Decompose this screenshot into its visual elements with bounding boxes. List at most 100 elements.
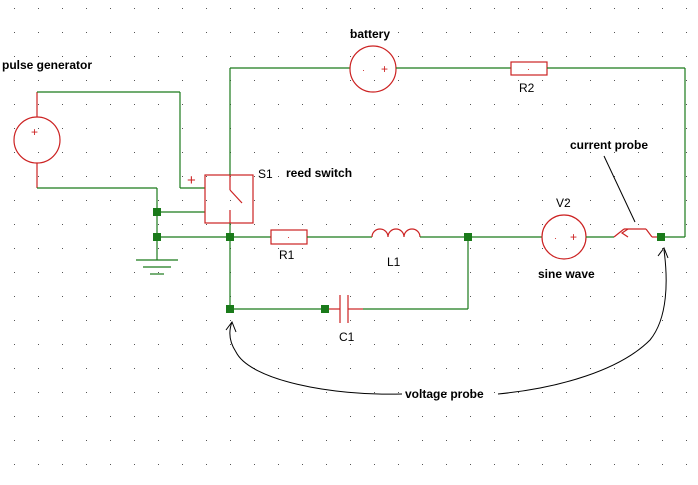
grid-dot xyxy=(686,440,687,441)
grid-dot xyxy=(446,128,447,129)
grid-dot xyxy=(278,152,279,153)
grid-dot xyxy=(254,224,255,225)
grid-dot xyxy=(86,8,87,9)
grid-dot xyxy=(494,416,495,417)
grid-dot xyxy=(206,176,207,177)
grid-dot xyxy=(374,368,375,369)
grid-dot xyxy=(86,224,87,225)
grid-dot xyxy=(110,56,111,57)
grid-dot xyxy=(518,32,519,33)
grid-dot xyxy=(470,296,471,297)
grid-dot xyxy=(14,128,15,129)
grid-dot xyxy=(326,176,327,177)
grid-dot xyxy=(38,104,39,105)
grid-dot xyxy=(638,128,639,129)
grid-dot xyxy=(590,176,591,177)
grid-dot xyxy=(350,200,351,201)
grid-dot xyxy=(614,464,615,465)
grid-dot xyxy=(230,344,231,345)
grid-dot xyxy=(14,248,15,249)
grid-dot xyxy=(614,128,615,129)
sine-source-v2[interactable]: + · xyxy=(541,214,587,260)
capacitor-c1[interactable] xyxy=(325,295,363,323)
grid-dot xyxy=(62,344,63,345)
grid-dot xyxy=(86,320,87,321)
grid-dot xyxy=(470,152,471,153)
grid-dot xyxy=(374,80,375,81)
grid-dot xyxy=(134,104,135,105)
grid-dot xyxy=(686,128,687,129)
grid-dot xyxy=(398,416,399,417)
grid-dot xyxy=(446,32,447,33)
grid-dot xyxy=(518,248,519,249)
grid-dot xyxy=(662,320,663,321)
grid-dot xyxy=(398,248,399,249)
grid-dot xyxy=(326,8,327,9)
grid-dot xyxy=(662,296,663,297)
grid-dot xyxy=(14,224,15,225)
grid-dot xyxy=(398,128,399,129)
grid-dot xyxy=(422,8,423,9)
grid-dot xyxy=(518,176,519,177)
grid-dot xyxy=(158,8,159,9)
junction-node xyxy=(321,305,329,313)
grid-dot xyxy=(662,104,663,105)
reed-switch-s1[interactable]: + xyxy=(187,172,254,224)
grid-dot xyxy=(326,104,327,105)
pulse-generator-source[interactable]: + xyxy=(13,92,61,188)
grid-dot xyxy=(686,176,687,177)
grid-dot xyxy=(230,56,231,57)
grid-dot xyxy=(398,272,399,273)
grid-dot xyxy=(686,224,687,225)
grid-dot xyxy=(638,320,639,321)
grid-dot xyxy=(302,368,303,369)
grid-dot xyxy=(86,464,87,465)
grid-dot xyxy=(614,176,615,177)
grid-dot xyxy=(278,464,279,465)
grid-dot xyxy=(542,320,543,321)
grid-dot xyxy=(542,272,543,273)
grid-dot xyxy=(542,200,543,201)
grid-dot xyxy=(614,248,615,249)
grid-dot xyxy=(62,464,63,465)
grid-dot xyxy=(662,32,663,33)
grid-dot xyxy=(302,80,303,81)
grid-dot xyxy=(470,8,471,9)
grid-dot xyxy=(590,320,591,321)
grid-dot xyxy=(422,344,423,345)
grid-dot xyxy=(134,32,135,33)
current-probe-element[interactable] xyxy=(613,228,661,238)
grid-dot xyxy=(398,56,399,57)
inductor-l1[interactable] xyxy=(371,228,421,238)
grid-dot xyxy=(302,32,303,33)
grid-dot xyxy=(302,56,303,57)
grid-dot xyxy=(86,104,87,105)
grid-dot xyxy=(494,272,495,273)
grid-dot xyxy=(254,296,255,297)
grid-dot xyxy=(230,368,231,369)
c1-label: C1 xyxy=(339,330,355,344)
grid-dot xyxy=(278,344,279,345)
grid-dot xyxy=(326,152,327,153)
grid-dot xyxy=(110,8,111,9)
grid-dot xyxy=(662,416,663,417)
grid-dot xyxy=(278,320,279,321)
grid-dot xyxy=(590,200,591,201)
grid-dot xyxy=(566,296,567,297)
grid-dot xyxy=(62,320,63,321)
grid-dot xyxy=(638,248,639,249)
grid-dot xyxy=(518,104,519,105)
grid-dot xyxy=(446,440,447,441)
grid-dot xyxy=(62,128,63,129)
grid-dot xyxy=(110,296,111,297)
grid-dot xyxy=(542,128,543,129)
grid-dot xyxy=(686,296,687,297)
grid-dot xyxy=(302,464,303,465)
resistor-r2[interactable]: · xyxy=(510,61,548,76)
grid-dot xyxy=(566,416,567,417)
battery-source[interactable]: + · xyxy=(349,45,397,93)
grid-dot xyxy=(686,152,687,153)
grid-dot xyxy=(326,344,327,345)
resistor-r1[interactable]: · xyxy=(270,229,308,245)
grid-dot xyxy=(182,248,183,249)
